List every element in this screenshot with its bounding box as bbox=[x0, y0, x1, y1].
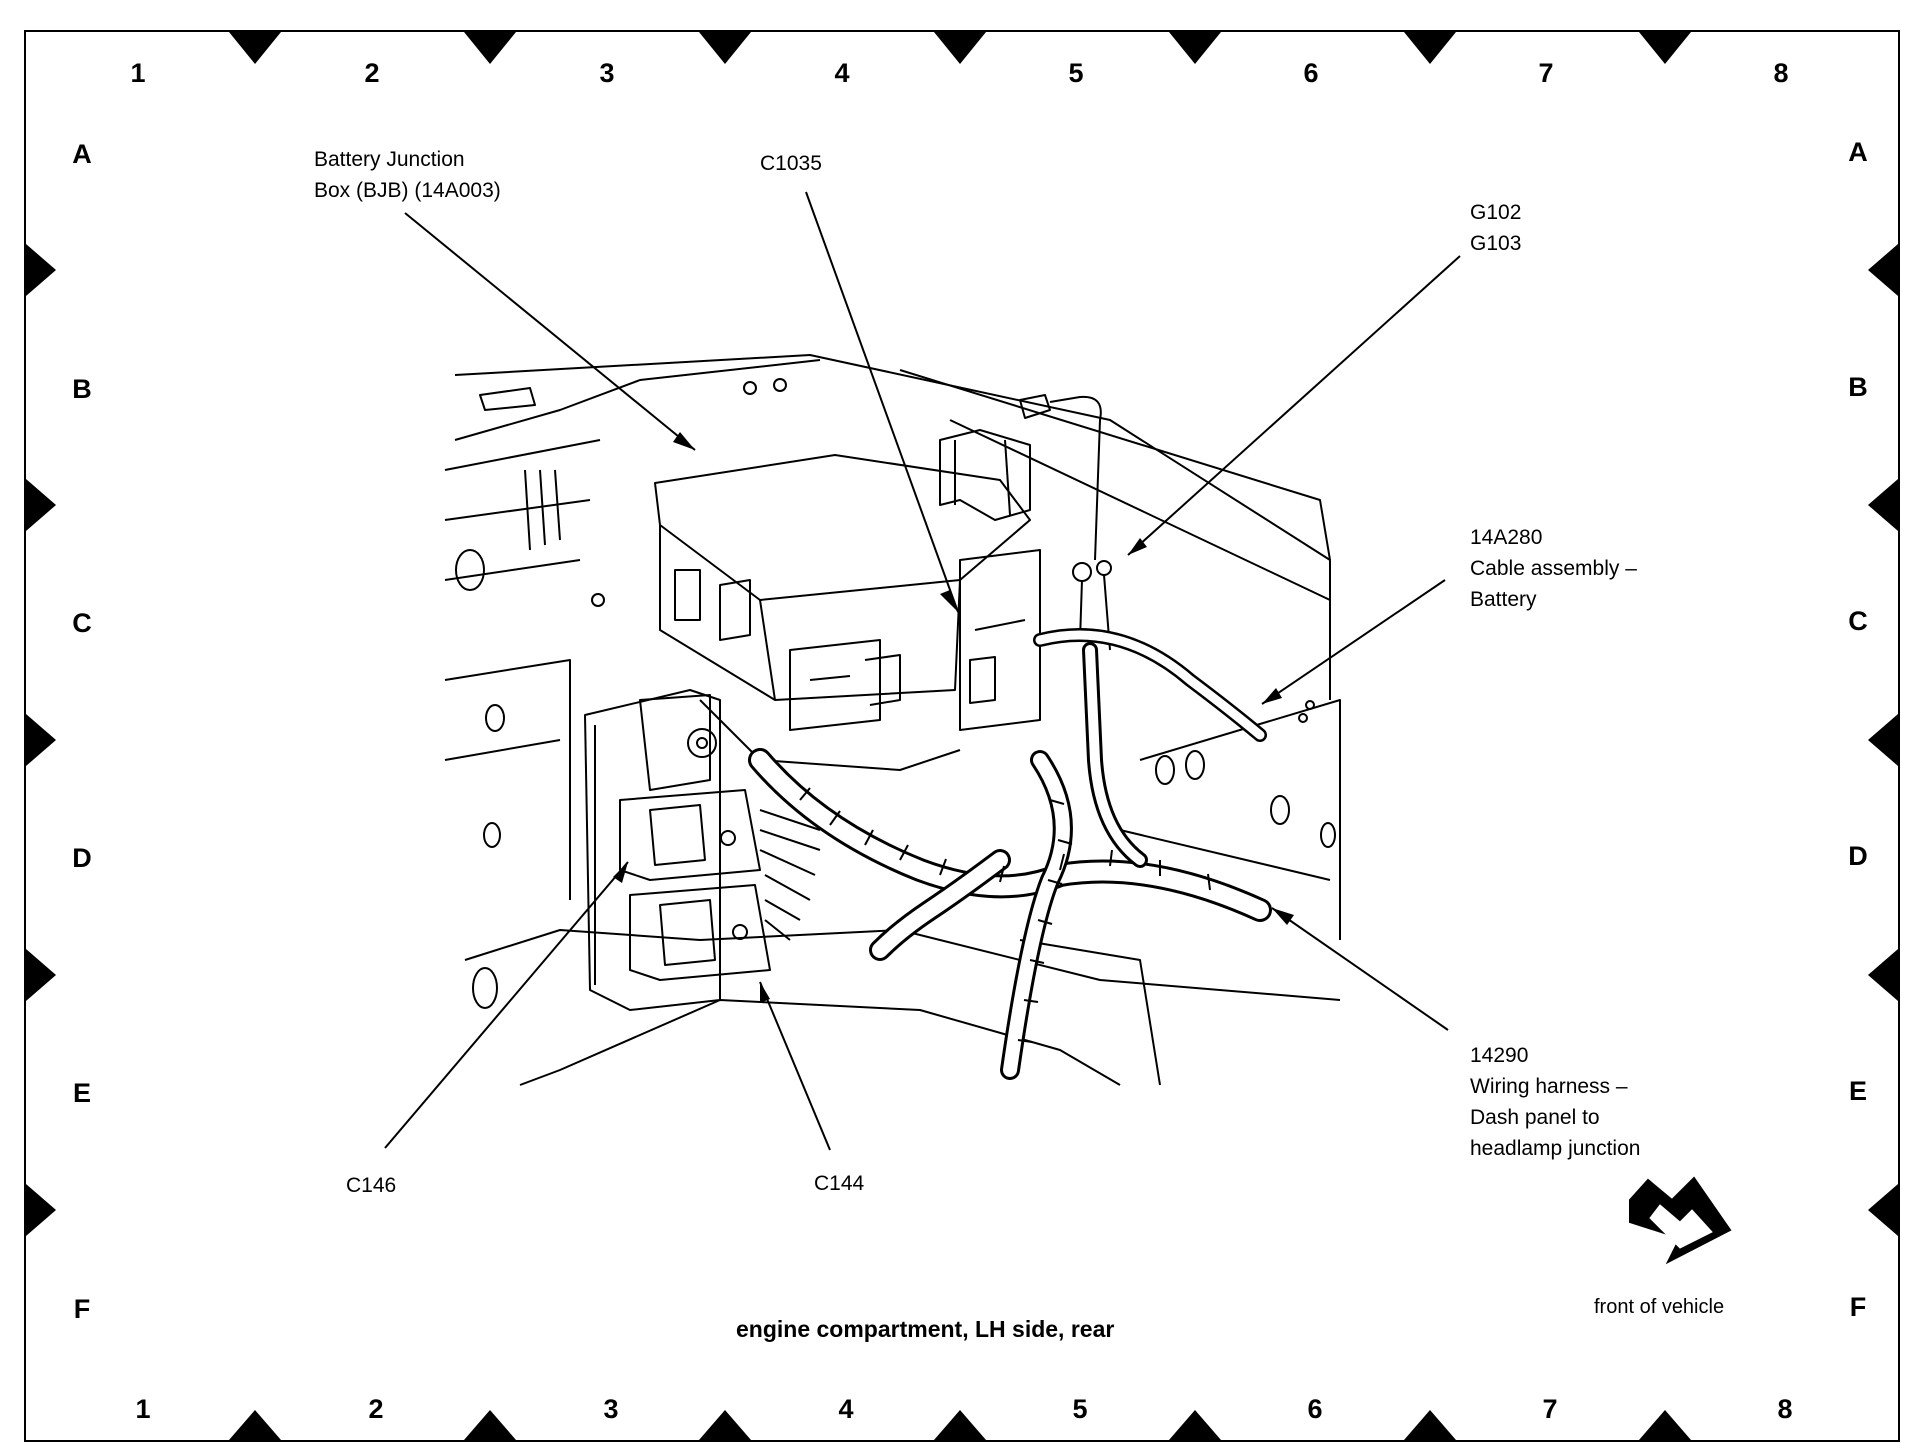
callout-line: Battery Junction bbox=[314, 148, 465, 171]
callout-line: headlamp junction bbox=[1470, 1137, 1641, 1160]
grid-row-label-left: C bbox=[72, 608, 92, 638]
callout-wiring-harness: 14290 Wiring harness – Dash panel to hea… bbox=[1470, 1040, 1640, 1164]
border-marker-top bbox=[1404, 32, 1456, 64]
grid-column-label-top: 1 bbox=[130, 58, 146, 88]
border-marker-top bbox=[934, 32, 986, 64]
arrowhead-cable bbox=[1262, 688, 1282, 704]
arrowhead-c146 bbox=[613, 862, 628, 883]
callout-line: G102 bbox=[1470, 201, 1522, 224]
border-marker-bottom bbox=[1169, 1410, 1221, 1440]
grid-column-label-bottom: 2 bbox=[368, 1394, 384, 1424]
arrowhead-c144 bbox=[760, 982, 770, 1003]
grid-column-label-top: 7 bbox=[1538, 58, 1554, 88]
border-marker-bottom bbox=[1404, 1410, 1456, 1440]
grid-column-label-bottom: 8 bbox=[1777, 1394, 1793, 1424]
border-marker-left bbox=[26, 714, 56, 766]
border-marker-top bbox=[699, 32, 751, 64]
grid-row-label-left: E bbox=[72, 1078, 91, 1108]
callout-c146: C146 bbox=[346, 1170, 396, 1201]
border-marker-left bbox=[26, 244, 56, 296]
leader-harness bbox=[1271, 907, 1449, 1031]
grid-border-markers bbox=[26, 32, 1898, 1440]
grid-row-label-right: A bbox=[1848, 137, 1868, 167]
border-marker-left bbox=[26, 479, 56, 531]
grid-column-label-bottom: 1 bbox=[135, 1394, 151, 1424]
leader-c144 bbox=[759, 981, 831, 1151]
leader-bjb bbox=[404, 212, 696, 451]
engine-bay-drawing bbox=[444, 354, 1341, 1086]
callout-line: C1035 bbox=[760, 152, 822, 175]
arrowhead-c1035 bbox=[940, 590, 958, 612]
callout-line: 14A280 bbox=[1470, 526, 1543, 549]
callout-line: 14290 bbox=[1470, 1044, 1529, 1067]
arrowhead-harness bbox=[1272, 908, 1294, 925]
callout-cable-assembly-battery: 14A280 Cable assembly – Battery bbox=[1470, 522, 1637, 615]
grid-column-label-bottom: 5 bbox=[1072, 1394, 1088, 1424]
border-marker-bottom bbox=[229, 1410, 281, 1440]
grid-column-label-bottom: 7 bbox=[1542, 1394, 1558, 1424]
grid-column-label-top: 4 bbox=[834, 58, 850, 88]
border-marker-bottom bbox=[699, 1410, 751, 1440]
callout-line: G103 bbox=[1470, 232, 1522, 255]
callout-g102-g103: G102 G103 bbox=[1470, 197, 1521, 259]
border-marker-right bbox=[1868, 244, 1898, 296]
callout-line: Box (BJB) (14A003) bbox=[314, 179, 501, 202]
leader-cable bbox=[1261, 579, 1446, 705]
grid-column-label-top: 8 bbox=[1773, 58, 1789, 88]
leader-lines bbox=[384, 191, 1461, 1151]
grid-row-label-right: E bbox=[1848, 1076, 1867, 1106]
grid-column-label-top: 6 bbox=[1303, 58, 1319, 88]
border-marker-top bbox=[1169, 32, 1221, 64]
grid-column-label-bottom: 3 bbox=[603, 1394, 619, 1424]
grid-column-label-bottom: 6 bbox=[1307, 1394, 1323, 1424]
grid-row-label-right: C bbox=[1848, 606, 1868, 636]
border-marker-right bbox=[1868, 479, 1898, 531]
border-marker-top bbox=[229, 32, 281, 64]
callout-line: C146 bbox=[346, 1174, 397, 1197]
grid-column-label-top: 3 bbox=[599, 58, 615, 88]
grid-column-label-bottom: 4 bbox=[838, 1394, 854, 1424]
front-of-vehicle-arrow-icon bbox=[1629, 1176, 1732, 1265]
border-marker-left bbox=[26, 1184, 56, 1236]
grid-row-label-right: D bbox=[1848, 841, 1868, 871]
front-of-vehicle-label: front of vehicle bbox=[1594, 1296, 1725, 1318]
callout-battery-junction-box: Battery Junction Box (BJB) (14A003) bbox=[314, 144, 501, 206]
leader-c146 bbox=[384, 861, 629, 1149]
callout-c144: C144 bbox=[814, 1168, 864, 1199]
leader-arrowheads bbox=[613, 432, 1294, 1003]
callout-line: C144 bbox=[814, 1172, 865, 1195]
grid-row-label-left: A bbox=[72, 139, 92, 169]
callout-line: Battery bbox=[1470, 588, 1537, 611]
arrowhead-g102 bbox=[1128, 538, 1147, 555]
callout-c1035: C1035 bbox=[760, 148, 822, 179]
callout-line: Wiring harness – bbox=[1470, 1075, 1628, 1098]
grid-column-label-top: 2 bbox=[364, 58, 380, 88]
callout-line: Cable assembly – bbox=[1470, 557, 1637, 580]
border-marker-top bbox=[1639, 32, 1691, 64]
border-marker-right bbox=[1868, 714, 1898, 766]
grid-row-label-left: F bbox=[73, 1294, 91, 1324]
diagram-caption: engine compartment, LH side, rear bbox=[736, 1316, 1115, 1342]
border-marker-bottom bbox=[1639, 1410, 1691, 1440]
callout-line: Dash panel to bbox=[1470, 1106, 1600, 1129]
grid-row-label-right: F bbox=[1849, 1292, 1867, 1322]
arrowhead-bjb bbox=[673, 432, 695, 450]
border-marker-left bbox=[26, 949, 56, 1001]
grid-row-label-left: D bbox=[72, 843, 92, 873]
leader-g102 bbox=[1127, 255, 1461, 556]
leader-c1035 bbox=[805, 191, 959, 613]
grid-row-label-left: B bbox=[72, 374, 92, 404]
border-marker-top bbox=[464, 32, 516, 64]
border-marker-bottom bbox=[464, 1410, 516, 1440]
grid-column-label-top: 5 bbox=[1068, 58, 1084, 88]
grid-row-label-right: B bbox=[1848, 372, 1868, 402]
border-marker-right bbox=[1868, 949, 1898, 1001]
diagram-frame bbox=[24, 30, 1900, 1442]
border-marker-bottom bbox=[934, 1410, 986, 1440]
border-marker-right bbox=[1868, 1184, 1898, 1236]
